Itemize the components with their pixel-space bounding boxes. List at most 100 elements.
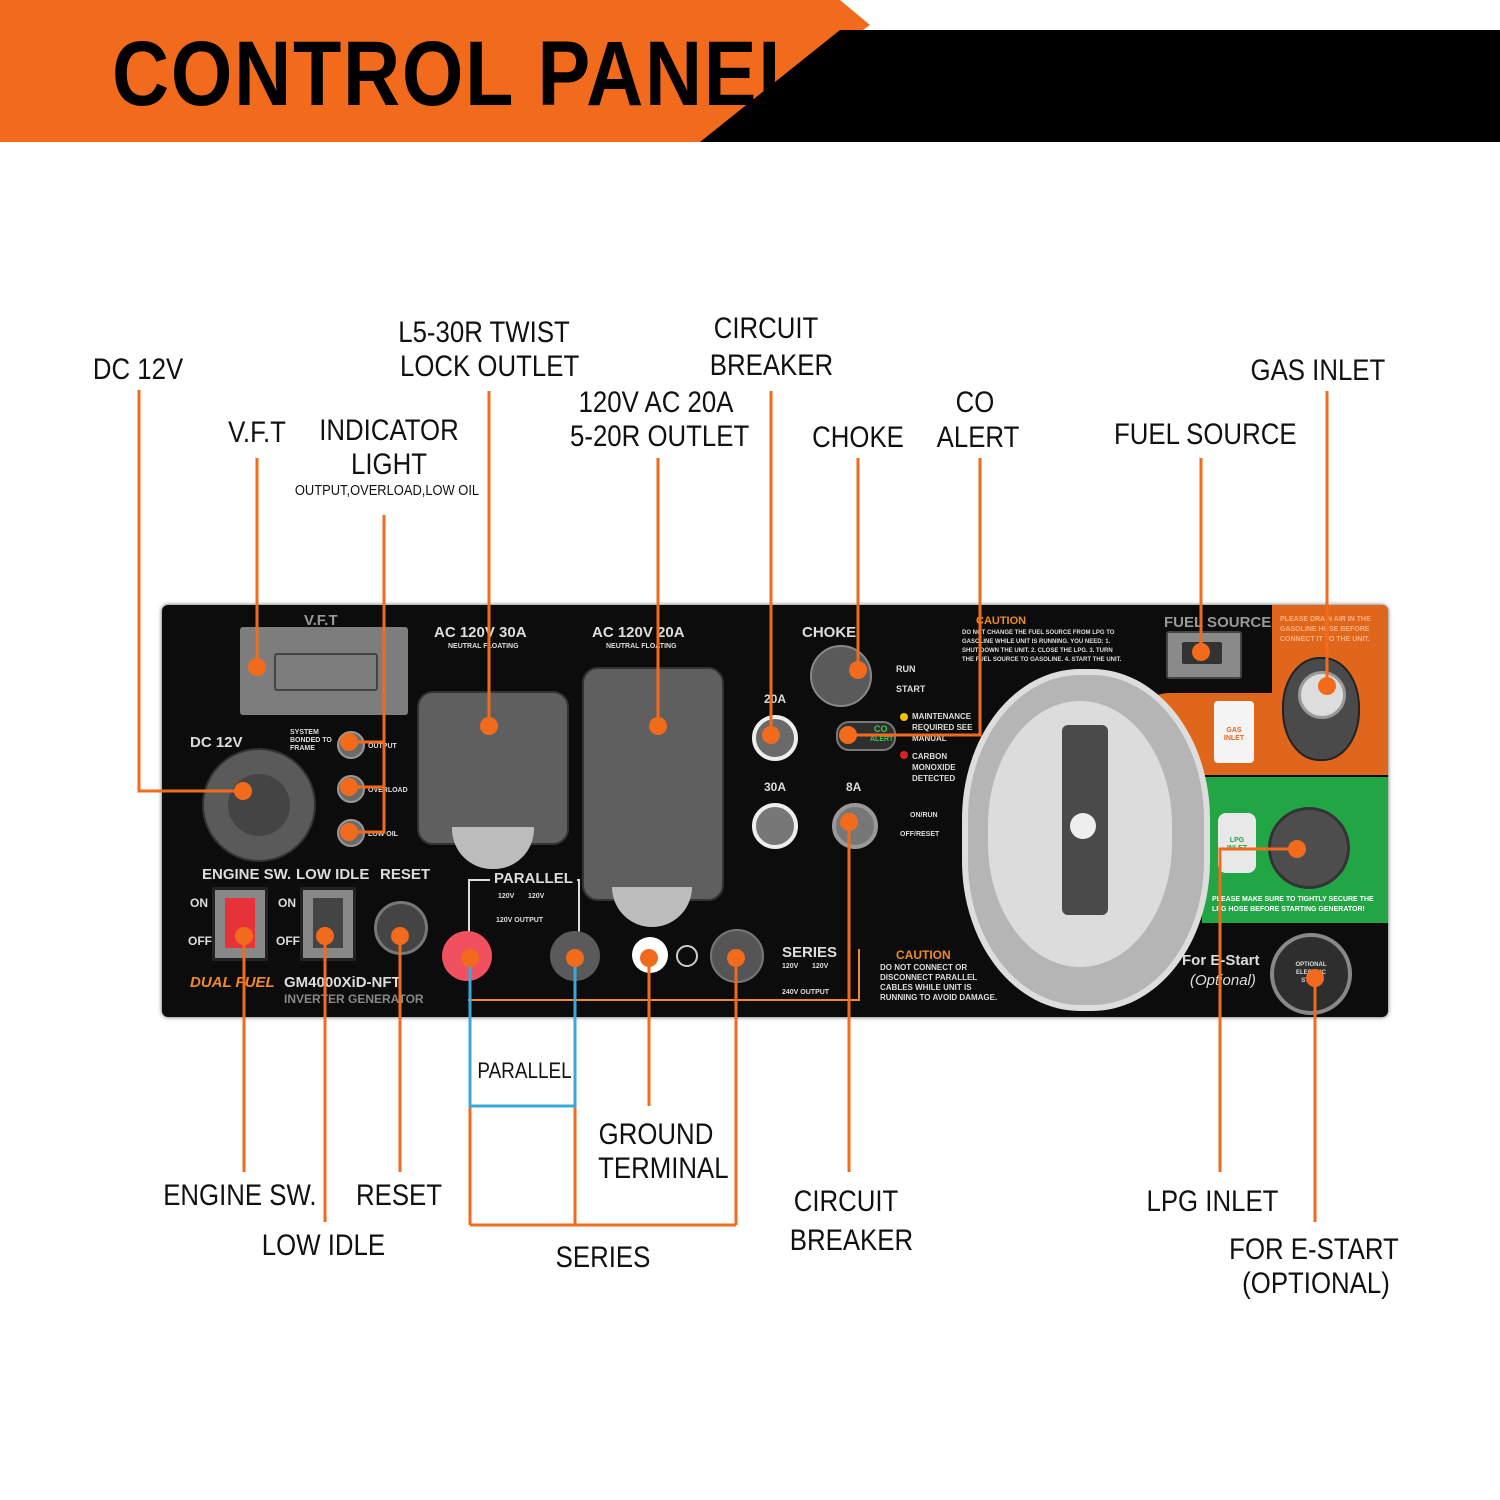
dot-l530 [480,717,498,735]
engine-sw-panel-label: ENGINE SW. [202,866,292,883]
callout-gas-inlet: GAS INLET [1250,354,1386,387]
ac20-neutral-label: NEUTRAL FLOATING [606,643,677,650]
dot-indicator-lowoil [340,823,358,841]
callout-fuel-source: FUEL SOURCE [1114,418,1297,451]
co-alert-alert: ALERT [870,736,894,743]
dot-outlet20 [649,717,667,735]
callout-series: SERIES [555,1241,651,1274]
callout-parallel: PARALLEL [477,1058,572,1083]
vft-panel-label: V.F.T [304,612,338,629]
gas-inlet-fitting[interactable] [1298,671,1346,719]
low-idle-off-label: OFF [276,934,300,948]
series-output: 240V OUTPUT [782,989,830,996]
reset-panel-label: RESET [380,866,431,883]
callout-l530-1: L5-30R TWIST [398,316,570,349]
dot-parallel-black [566,949,584,967]
lpg-note: PLEASE MAKE SURE TO TIGHTLY SECURE THE L… [1212,896,1374,913]
dot-gas-inlet [1318,677,1336,695]
parallel-panel-label: PARALLEL [490,871,577,887]
system-bonded-label: SYSTEM BONDED TO FRAME [290,729,332,752]
5-20r-outlet[interactable] [582,667,724,901]
breaker-8a-label: 8A [846,780,862,794]
caution-top-title: CAUTION [976,615,1027,627]
estart-panel-sub: (Optional) [1190,972,1256,989]
callout-dc12v: DC 12V [92,353,184,386]
l5-30r-outlet[interactable] [417,691,569,845]
callout-outlet20-2: 5-20R OUTLET [570,420,750,453]
off-reset-label: OFF/RESET [900,831,940,838]
maintenance-label: MAINTENANCE REQUIRED SEE MANUAL [912,712,973,743]
gas-inlet-panel-label: GAS INLET [1223,727,1245,742]
dot-breaker-top [762,726,780,744]
caution-bottom-title: CAUTION [896,948,951,962]
co-alert-co: CO [874,724,888,734]
choke-panel-label: CHOKE [802,624,857,641]
callout-co-2: ALERT [936,421,1020,454]
dot-co [839,726,857,744]
model-sub: INVERTER GENERATOR [284,992,424,1006]
callout-indicator-2: LIGHT [350,448,427,481]
engine-off-label: OFF [188,934,212,948]
series-120v-b: 120V [812,963,829,970]
series-120v-a: 120V [782,963,799,970]
vft-display [240,627,408,715]
dot-engine-sw [235,927,253,945]
control-panel: V.F.T DC 12V SYSTEM BONDED TO FRAME OUTP… [162,605,1388,1017]
engine-switch[interactable] [212,887,268,961]
gas-note: PLEASE DRAIN AIR IN THE GASOLINE HOSE BE… [1280,616,1371,643]
dot-parallel-red [461,949,479,967]
caution-top-body: DO NOT CHANGE THE FUEL SOURCE FROM LPG T… [962,630,1122,663]
dot-dc12v [234,782,252,800]
lpg-inlet-fitting[interactable] [1268,807,1350,889]
output-light-label: OUTPUT [368,743,397,750]
callout-outlet20-1: 120V AC 20A [578,386,734,419]
callout-choke: CHOKE [812,421,904,454]
parallel-120v-a: 120V [498,893,515,900]
callout-breaker-top-2: BREAKER [709,349,834,382]
fuel-source-panel-label: FUEL SOURCE [1164,614,1272,631]
low-idle-switch[interactable] [300,887,356,961]
callout-low-idle: LOW IDLE [261,1229,386,1262]
callout-co-1: CO [955,386,995,419]
callout-engine-sw: ENGINE SW. [163,1179,317,1212]
dot-estart [1306,969,1324,987]
callout-breaker-top-1: CIRCUIT [713,312,819,345]
callout-vft: V.F.T [228,416,286,449]
ac30-neutral-label: NEUTRAL FLOATING [448,643,519,650]
lpg-tank-icon: LPG INLET [1218,813,1256,873]
breaker-30a-label: 30A [764,780,787,794]
5-20r-cover[interactable] [612,887,692,927]
l5-30r-cover[interactable] [452,827,534,869]
callout-breaker-bottom-1: CIRCUIT [793,1185,899,1218]
dot-breaker-bottom [840,813,858,831]
callout-estart-1: FOR E-START [1229,1233,1399,1266]
dot-low-idle [316,927,334,945]
dot-indicator-output [340,733,358,751]
callout-indicator-sub: OUTPUT,OVERLOAD,LOW OIL [294,482,480,499]
series-panel-label: SERIES [782,944,838,961]
fuel-knob-pivot [1070,813,1096,839]
dot-choke [849,661,867,679]
ac20-label: AC 120V 20A [592,624,685,641]
dc12v-socket[interactable] [202,748,316,862]
choke-start-label: START [896,684,926,694]
low-idle-panel-label: LOW IDLE [296,866,370,883]
dc12v-panel-label: DC 12V [190,734,243,751]
callout-lpg-inlet: LPG INLET [1146,1185,1279,1218]
maintenance-dot [900,713,908,721]
ac30-label: AC 120V 30A [434,624,527,641]
low-oil-light-label: LOW OIL [368,831,398,838]
overload-light-label: OVERLOAD [368,787,408,794]
caution-bottom-body: DO NOT CONNECT OR DISCONNECT PARALLEL CA… [880,963,998,1002]
series-outline [468,949,860,1001]
dot-ground [640,949,658,967]
breaker-20a-label: 20A [764,692,787,706]
callout-ground-2: TERMINAL [598,1152,729,1185]
parallel-output: 120V OUTPUT [496,917,544,924]
dot-indicator-overload [340,778,358,796]
ground-symbol-icon [676,945,698,967]
callout-indicator-1: INDICATOR [319,414,459,447]
breaker-30a[interactable] [752,803,798,849]
callout-breaker-bottom-2: BREAKER [789,1224,914,1257]
callout-estart-2: (OPTIONAL) [1242,1267,1390,1300]
